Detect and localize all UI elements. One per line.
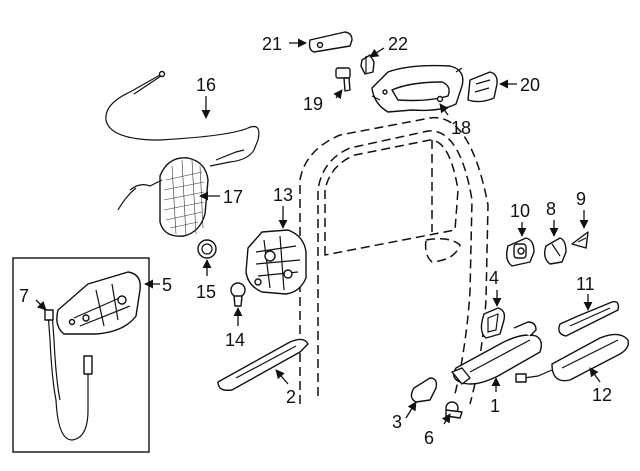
callout-10: 10 [510,201,530,221]
part-22-clip[interactable] [360,54,375,75]
callout-16: 16 [196,75,216,95]
callout-20: 20 [520,75,540,95]
leader-12 [589,367,601,383]
leader-22 [369,47,385,58]
part-10-lock-cylinder[interactable] [505,237,535,267]
leader-19 [333,89,343,100]
callout-14: 14 [225,330,245,350]
part-18-inside-handle[interactable] [371,64,464,113]
part-7-actuator-cable[interactable] [44,309,93,441]
callout-3: 3 [392,412,402,432]
callout-7: 7 [19,286,29,306]
part-8-keyhole-cap[interactable] [543,237,567,265]
part-5-lock-actuator[interactable] [56,271,141,335]
part-12-handle-sensor[interactable] [515,333,630,383]
leader-6 [441,413,451,425]
callout-15: 15 [196,282,216,302]
inset-box [12,257,150,453]
callout-2: 2 [286,387,296,407]
part-2-handle-trim[interactable] [217,338,309,392]
leader-7 [35,299,47,311]
callout-5: 5 [162,275,172,295]
callout-12: 12 [592,385,612,405]
part-9-triangle-cover[interactable] [571,231,589,249]
part-19-bolt[interactable] [335,67,351,92]
door-outline [299,116,489,405]
part-21-trim-cover[interactable] [308,31,353,53]
callout-22: 22 [388,34,408,54]
part-11-handle-cover[interactable] [558,300,620,337]
callout-18: 18 [451,118,471,138]
callout-4: 4 [489,268,499,288]
part-20-switch-bezel[interactable] [467,71,498,103]
leader-2 [275,369,289,385]
callout-21: 21 [262,34,282,54]
callout-1: 1 [490,396,500,416]
part-17-lock-cover[interactable] [117,157,209,237]
part-14-screw[interactable] [230,282,246,307]
callout-11: 11 [576,274,595,294]
callout-19: 19 [303,94,323,114]
part-1-outside-handle[interactable] [451,321,543,385]
part-3-handle-cap[interactable] [410,377,438,403]
part-16-release-cable[interactable] [105,70,260,167]
leader-3 [405,401,417,419]
callout-9: 9 [576,189,586,209]
callout-17: 17 [223,187,243,207]
callout-6: 6 [424,428,434,448]
callout-8: 8 [546,199,556,219]
leader-18 [439,103,449,116]
part-13-door-latch[interactable] [245,229,307,295]
callout-13: 13 [273,185,293,205]
part-4-gasket[interactable] [480,307,506,339]
part-15-grommet[interactable] [197,239,217,259]
